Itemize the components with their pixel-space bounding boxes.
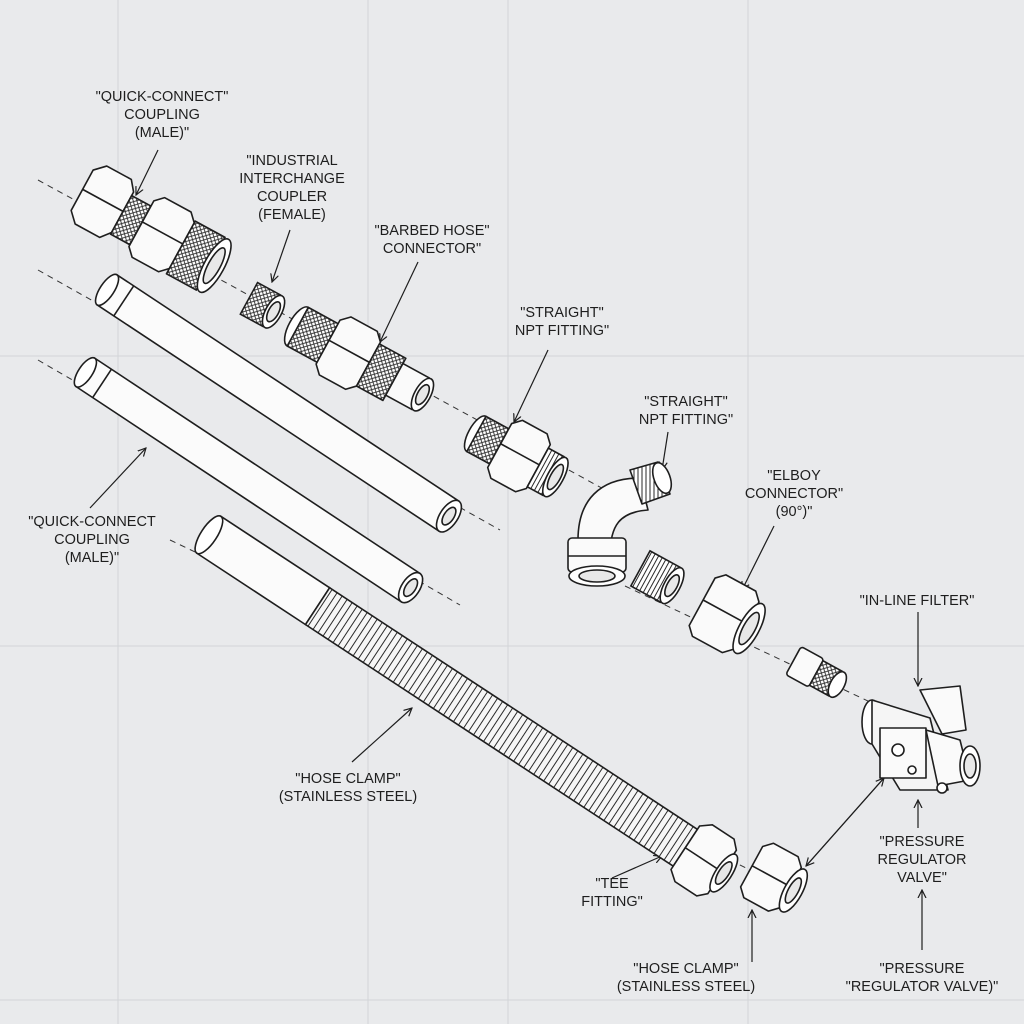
hex-nut-connector-part	[688, 574, 766, 655]
threaded-nipple-part	[629, 549, 685, 605]
label-line: "STRAIGHT"	[520, 305, 604, 321]
label-line: NPT FITTING"	[514, 323, 610, 339]
tube-upper-part	[94, 273, 463, 533]
leader-lines	[89, 149, 918, 962]
interchange-coupler-part	[239, 281, 286, 329]
label-industrial-interchange-coupler: "INDUSTRIAL INTERCHANGE COUPLER (FEMALE)	[239, 152, 345, 224]
corrugated-hose-part	[194, 515, 739, 897]
label-line: "IN-LINE FILTER"	[859, 593, 975, 609]
double-arrow-leader	[806, 778, 922, 950]
label-line: "HOSE CLAMP"	[633, 961, 739, 977]
label-line: COUPLING	[54, 532, 130, 548]
label-line: "BARBED HOSE"	[374, 223, 490, 239]
label-hose-clamp-mid: "HOSE CLAMP" (STAINLESS STEEL)	[279, 770, 417, 806]
label-line: "PRESSURE	[879, 834, 965, 850]
inline-filter-part	[861, 685, 981, 794]
label-tee-fitting: "TEE FITTING"	[581, 875, 643, 911]
label-line: VALVE"	[897, 870, 947, 886]
label-line: (90°)"	[775, 504, 813, 520]
label-straight-npt-fitting-1: "STRAIGHT" NPT FITTING"	[515, 304, 609, 340]
label-line: "ELBOY	[767, 468, 821, 484]
label-straight-npt-fitting-2: "STRAIGHT" NPT FITTING"	[639, 393, 733, 429]
elbow-connector-part	[567, 461, 673, 587]
label-elbow-connector: "ELBOY CONNECTOR" (90°)"	[745, 467, 843, 521]
tube-lower-part	[73, 356, 424, 604]
label-line: INTERCHANGE	[239, 171, 345, 187]
small-fitting-part	[786, 646, 848, 699]
label-line: (STAINLESS STEEL)	[278, 789, 418, 805]
label-line: (MALE)"	[64, 550, 120, 566]
label-line: "INDUSTRIAL	[246, 153, 338, 169]
hose-end-nut-part	[739, 842, 809, 913]
label-line: REGULATOR	[877, 852, 967, 868]
label-line: CONNECTOR"	[744, 486, 844, 502]
label-line: COUPLER	[256, 189, 328, 205]
label-line: "TEE	[595, 876, 629, 892]
quick-connect-coupling-part	[70, 165, 232, 294]
label-inline-filter: "IN-LINE FILTER"	[860, 592, 975, 610]
label-line: (STAINLESS STEEL)	[616, 979, 756, 995]
label-quick-connect-coupling-top: "QUICK-CONNECT" COUPLING (MALE)"	[96, 88, 229, 142]
label-line: FITTING"	[581, 894, 643, 910]
label-line: "REGULATOR VALVE)"	[845, 979, 999, 995]
label-pressure-regulator-valve-1: "PRESSURE REGULATOR VALVE"	[878, 833, 967, 887]
label-line: "QUICK-CONNECT"	[95, 89, 229, 105]
label-line: (FEMALE)	[258, 207, 326, 223]
label-hose-clamp-bottom: "HOSE CLAMP" (STAINLESS STEEL)	[617, 960, 755, 996]
label-line: "QUICK-CONNECT	[28, 514, 156, 530]
label-line: (MALE)"	[134, 125, 190, 141]
label-barbed-hose-connector: "BARBED HOSE" CONNECTOR"	[374, 222, 489, 258]
label-line: CONNECTOR"	[382, 241, 482, 257]
label-line: COUPLING	[124, 107, 200, 123]
label-line: "PRESSURE	[879, 961, 965, 977]
label-line: NPT FITTING"	[638, 412, 734, 428]
label-line: "HOSE CLAMP"	[295, 771, 401, 787]
label-pressure-regulator-valve-2: "PRESSURE "REGULATOR VALVE)"	[846, 960, 999, 996]
label-line: "STRAIGHT"	[644, 394, 728, 410]
label-quick-connect-coupling-left: "QUICK-CONNECT COUPLING (MALE)"	[28, 513, 156, 567]
straight-npt-fitting-part	[463, 415, 569, 498]
barbed-hose-connector-part	[283, 306, 435, 412]
